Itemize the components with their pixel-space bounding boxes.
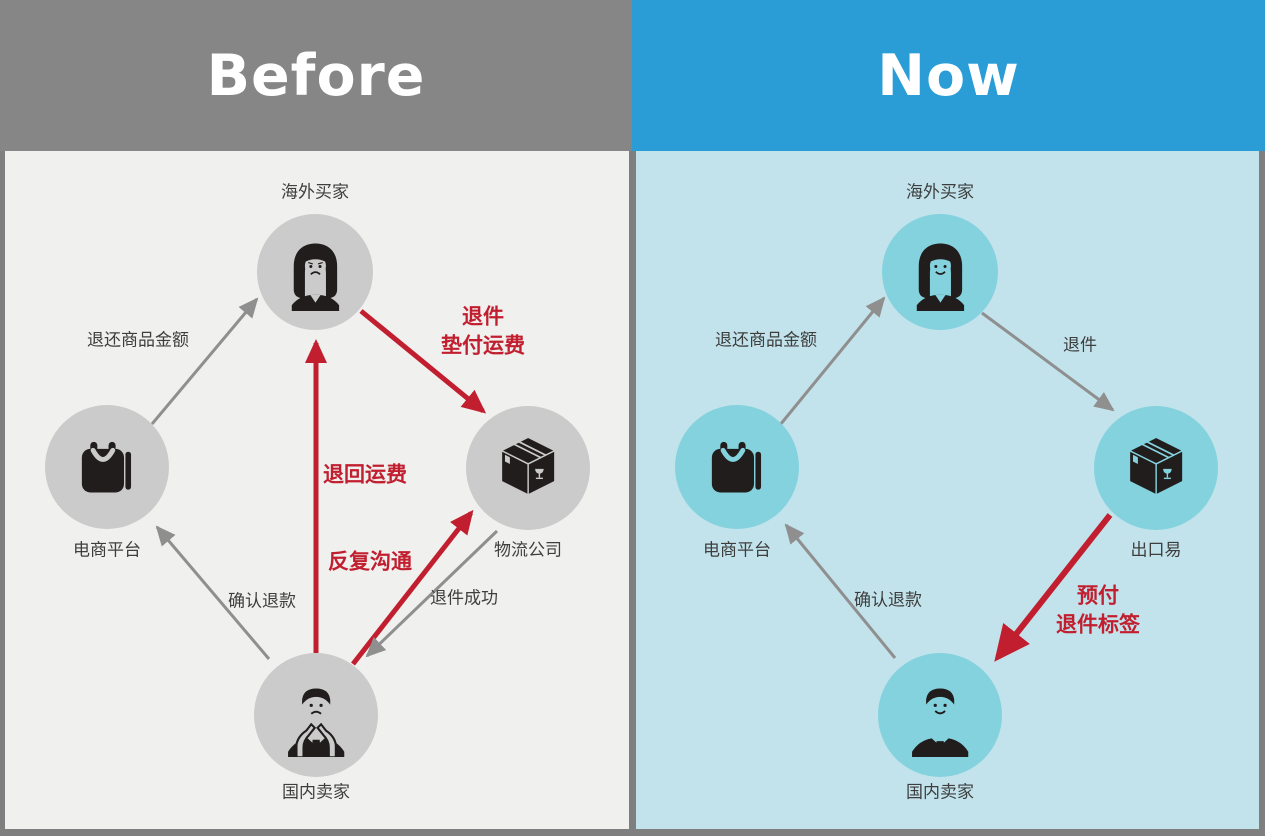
before-return-prepay-label: 退件 垫付运费 <box>441 304 525 358</box>
now-title: Now <box>877 42 1020 109</box>
now-seller-node <box>878 653 1002 777</box>
package-box-icon <box>1127 436 1185 496</box>
now-platform-label: 电商平台 <box>703 540 771 561</box>
refund-amount-arrow <box>150 297 259 425</box>
before-logistics-label: 物流公司 <box>494 540 562 561</box>
woman-sad-avatar-icon <box>291 243 339 312</box>
before-buyer-label: 海外买家 <box>281 182 349 203</box>
return-prepay-arrow <box>359 309 487 414</box>
now-confirm-refund-label: 确认退款 <box>854 590 922 611</box>
woman-happy-avatar-icon <box>916 243 964 312</box>
now-chukou1-node <box>1094 406 1218 530</box>
package-box-icon <box>499 436 557 496</box>
man-worried-avatar-icon <box>287 688 345 758</box>
confirm-refund-arrow <box>155 525 271 660</box>
now-buyer-label: 海外买家 <box>906 182 974 203</box>
shopping-bag-icon <box>711 441 761 493</box>
before-edges-layer <box>150 297 499 666</box>
prepaid-label-arrow <box>994 513 1113 662</box>
man-happy-avatar-icon <box>911 688 969 758</box>
now-return-label: 退件 <box>1063 335 1097 356</box>
before-panel: 海外买家 电商平台 物流公司 国内卖家 退还商品金额 退件 垫付运费 退回运费 … <box>5 151 629 829</box>
before-repeated-communication-label: 反复沟通 <box>328 549 412 574</box>
return-success-arrow <box>365 529 499 658</box>
now-refund-amount-label: 退还商品金额 <box>715 330 817 351</box>
before-platform-node <box>45 405 169 529</box>
before-seller-label: 国内卖家 <box>282 782 350 803</box>
before-title: Before <box>206 42 426 109</box>
before-refund-amount-label: 退还商品金额 <box>87 330 189 351</box>
now-seller-label: 国内卖家 <box>906 782 974 803</box>
before-platform-label: 电商平台 <box>73 540 141 561</box>
now-buyer-node <box>882 214 998 330</box>
before-seller-node <box>254 653 378 777</box>
before-buyer-node <box>257 214 373 330</box>
before-return-shipping-fee-label: 退回运费 <box>323 462 407 487</box>
before-return-success-label: 退件成功 <box>430 588 498 609</box>
now-platform-node <box>675 405 799 529</box>
shopping-bag-icon <box>81 441 131 493</box>
before-logistics-node <box>466 406 590 530</box>
before-header: Before <box>0 0 632 151</box>
now-prepaid-label: 预付 退件标签 <box>1056 583 1140 637</box>
confirm-refund-arrow <box>784 523 897 659</box>
now-edges-layer <box>778 296 1115 662</box>
now-header: Now <box>632 0 1265 151</box>
refund-amount-arrow <box>778 296 886 426</box>
now-chukou1-label: 出口易 <box>1130 540 1182 561</box>
now-panel: 海外买家 电商平台 出口易 国内卖家 退还商品金额 退件 预付 退件标签 确认退… <box>636 151 1259 829</box>
before-confirm-refund-label: 确认退款 <box>228 591 296 612</box>
return-arrow <box>981 311 1115 412</box>
